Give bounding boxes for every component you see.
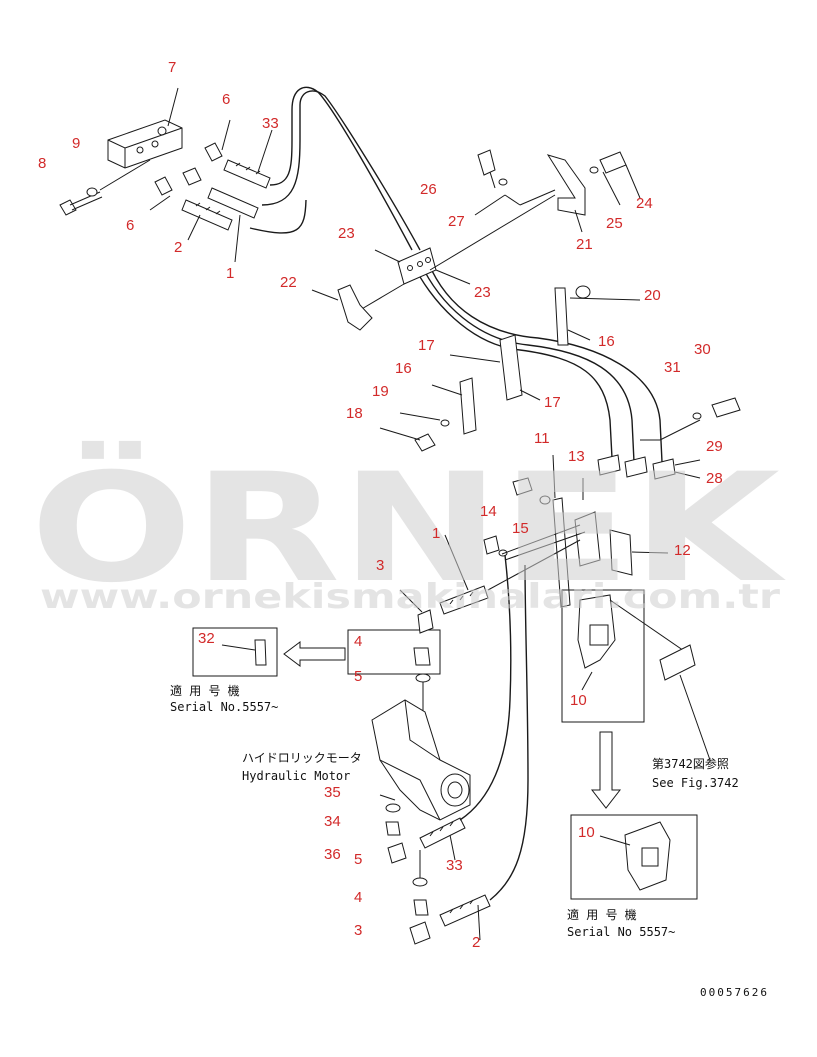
part-label-2: 2 [174,239,182,256]
part-label-5: 5 [354,851,362,868]
part-label-10: 10 [578,824,595,841]
part-label-4: 4 [354,633,362,650]
part-label-34: 34 [324,813,341,830]
motor-label-en: Hydraulic Motor [242,769,350,783]
part-label-7: 7 [168,59,176,76]
part-label-27: 27 [448,213,465,230]
bracket-part-10-box [561,589,711,761]
fittings-part-6 [149,119,231,211]
clamps-part-16-17 [379,285,641,452]
main-hoses [249,86,663,463]
box-part-10-lower [570,814,698,900]
clamps-part-28-29 [597,397,741,480]
part-label-33: 33 [446,857,463,874]
motor-label-jp: ハイドロリックモータ [242,751,362,765]
part-label-19: 19 [372,383,389,400]
notes: 適 用 号 機 Serial No.5557~ ハイドロリックモータ Hydra… [170,683,769,999]
part-label-6: 6 [222,91,230,108]
part-label-24: 24 [636,195,653,212]
serial-note-en-1: Serial No.5557~ [170,700,278,714]
part-label-14: 14 [480,503,497,520]
part-label-25: 25 [606,215,623,232]
part-label-11: 11 [534,430,550,447]
serial-note-en-2: Serial No 5557~ [567,925,675,939]
drawing-lines [59,86,741,945]
reference-note-en: See Fig.3742 [652,776,739,790]
drawing-number: 00057626 [700,986,769,999]
part-label-35: 35 [324,784,341,801]
part-label-4: 4 [354,889,362,906]
bolt-part-8 [59,159,151,216]
part-label-9: 9 [72,135,80,152]
hydraulic-motor [371,699,471,821]
part-label-2: 2 [472,934,480,951]
hose-ends-top [181,129,273,263]
part-label-33: 33 [262,115,279,132]
part-label-36: 36 [324,846,341,863]
part-label-26: 26 [420,181,437,198]
part-label-29: 29 [706,438,723,455]
reference-note-jp: 第3742図参照 [652,756,729,771]
part-label-16: 16 [395,360,412,377]
part-label-1: 1 [226,265,234,282]
part-label-18: 18 [346,405,363,422]
part-label-17: 17 [544,394,561,411]
part-label-15: 15 [512,520,529,537]
watermark-url: www.ornekismakinalari.com.tr [40,577,780,617]
clamp-part-23 [359,194,556,311]
part-number-labels: 7 6 33 9 8 6 2 1 23 22 23 26 27 21 25 24… [38,59,723,951]
part-label-23: 23 [338,225,355,242]
part-label-22: 22 [280,274,297,291]
hose-part-1-lower [439,534,581,615]
watermark: ÖRNEK www.ornekismakinalari.com.tr [30,440,786,617]
part-label-28: 28 [706,470,723,487]
box-part-32 [192,627,278,677]
bracket-part-22 [311,284,373,331]
part-label-1: 1 [432,525,440,542]
part-label-21: 21 [576,236,593,253]
part-label-16: 16 [598,333,615,350]
bracket-part-21 [474,149,641,233]
part-label-3: 3 [376,557,384,574]
serial-note-jp-2: 適 用 号 機 [567,907,637,922]
hose-lower [459,554,529,901]
watermark-brand: ÖRNEK [30,440,786,616]
part-label-30: 30 [694,341,711,358]
serial-note-jp-1: 適 用 号 機 [170,683,240,698]
lower-fittings [379,794,491,945]
part-label-3: 3 [354,922,362,939]
part-label-10: 10 [570,692,587,709]
part-label-20: 20 [644,287,661,304]
part-label-23: 23 [474,284,491,301]
part-label-13: 13 [568,448,585,465]
part-label-31: 31 [664,359,681,376]
part-label-5: 5 [354,668,362,685]
part-label-12: 12 [674,542,691,559]
part-label-17: 17 [418,337,435,354]
part-label-8: 8 [38,155,46,172]
arrows [283,641,622,809]
part-label-32: 32 [198,630,215,647]
bracket-part-12-13 [483,454,669,608]
block-part-7 [107,87,183,169]
part-label-6: 6 [126,217,134,234]
